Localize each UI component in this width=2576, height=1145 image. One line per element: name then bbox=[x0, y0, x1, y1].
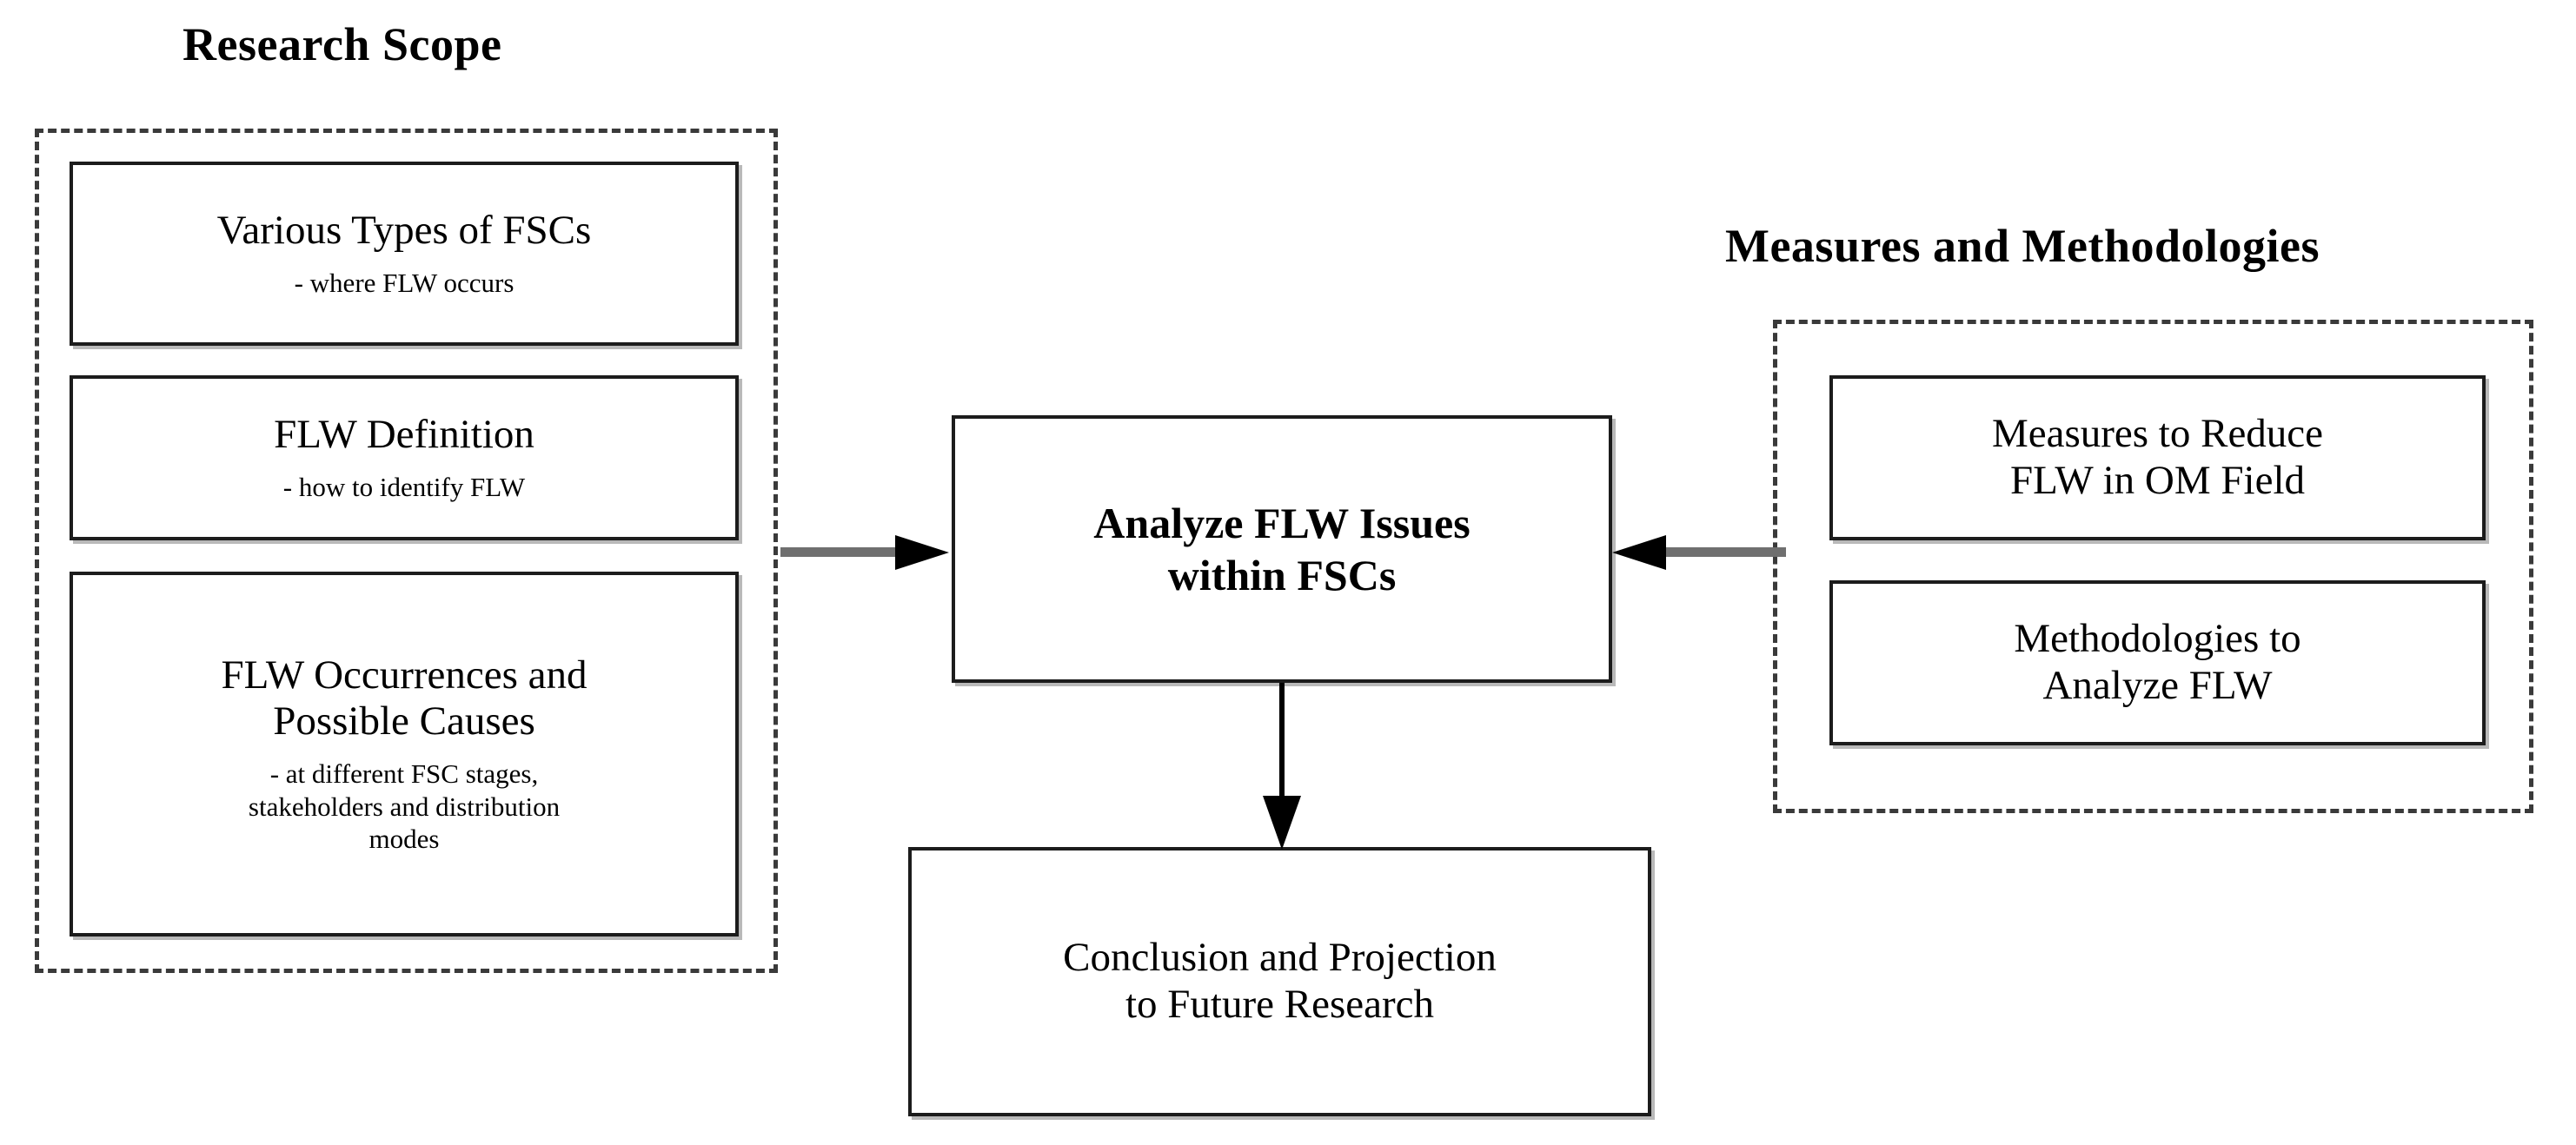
node-title: Various Types of FSCs bbox=[216, 208, 592, 254]
node-title: FLW Occurrences and Possible Causes bbox=[221, 652, 588, 745]
node-title: Measures to Reduce FLW in OM Field bbox=[1991, 411, 2324, 503]
measures-and-methodologies-group bbox=[1773, 320, 2533, 813]
arrow-right-icon bbox=[780, 535, 954, 570]
measures-and-methodologies-heading: Measures and Methodologies bbox=[1725, 220, 2320, 272]
node-methodologies-to-analyze-flw[interactable]: Methodologies to Analyze FLW bbox=[1829, 580, 2486, 745]
research-scope-group bbox=[35, 129, 778, 973]
node-title: Conclusion and Projection to Future Rese… bbox=[1063, 935, 1497, 1027]
node-title: Methodologies to Analyze FLW bbox=[2014, 616, 2301, 708]
node-flw-occurrences-and-possible-causes[interactable]: FLW Occurrences and Possible Causes - at… bbox=[70, 572, 739, 937]
arrow-head bbox=[1612, 535, 1666, 570]
arrow-head bbox=[895, 535, 949, 570]
node-title: Analyze FLW Issues within FSCs bbox=[1093, 499, 1471, 599]
node-subtitle: - how to identify FLW bbox=[282, 471, 526, 502]
node-subtitle: - at different FSC stages, stakeholders … bbox=[248, 758, 561, 855]
node-subtitle: - where FLW occurs bbox=[294, 267, 515, 298]
research-scope-heading: Research Scope bbox=[183, 18, 502, 70]
arrow-down-icon bbox=[1262, 683, 1302, 850]
node-analyze-flw-issues-within-fscs[interactable]: Analyze FLW Issues within FSCs bbox=[952, 415, 1612, 683]
node-various-types-of-fscs[interactable]: Various Types of FSCs - where FLW occurs bbox=[70, 162, 739, 346]
arrow-shaft bbox=[780, 547, 907, 557]
arrow-head bbox=[1263, 796, 1301, 850]
arrow-shaft bbox=[1279, 683, 1285, 811]
arrow-shaft bbox=[1659, 547, 1786, 557]
node-measures-to-reduce-flw[interactable]: Measures to Reduce FLW in OM Field bbox=[1829, 375, 2486, 540]
arrow-left-icon bbox=[1612, 535, 1786, 570]
node-title: FLW Definition bbox=[274, 412, 534, 458]
node-flw-definition[interactable]: FLW Definition - how to identify FLW bbox=[70, 375, 739, 540]
node-conclusion-and-projection[interactable]: Conclusion and Projection to Future Rese… bbox=[908, 847, 1651, 1116]
